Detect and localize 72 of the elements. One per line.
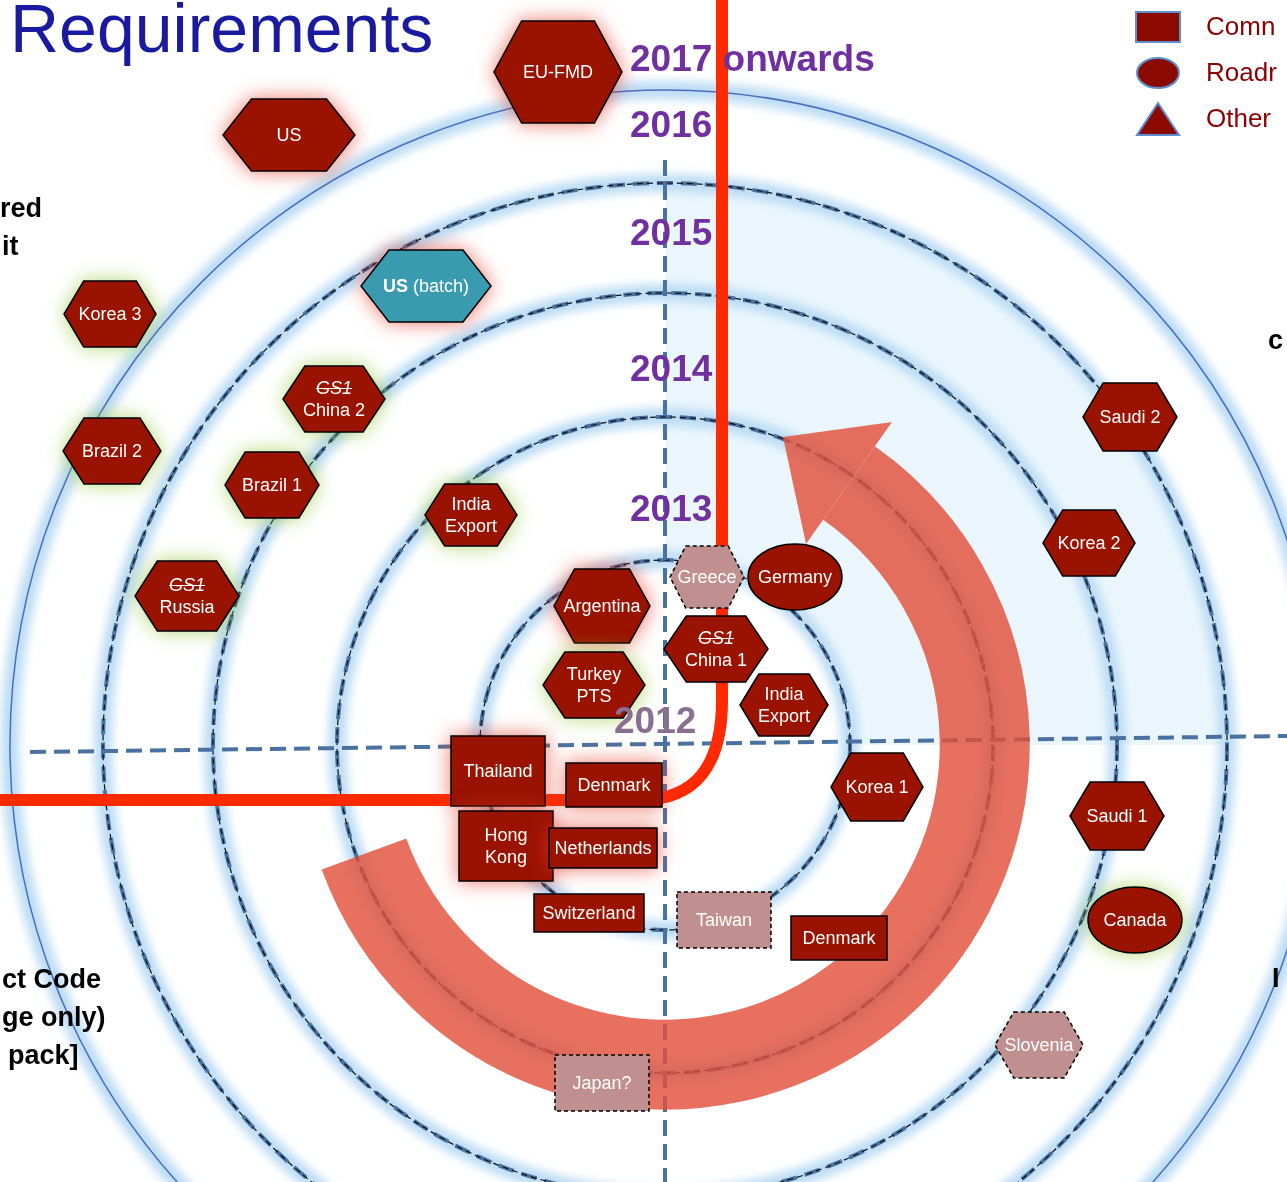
- legend-label: Other: [1206, 103, 1272, 134]
- hexagon-node: [1069, 781, 1165, 851]
- node-label: China 2: [302, 399, 365, 421]
- node-label: Korea 3: [78, 303, 142, 325]
- hexagon-node: [830, 752, 924, 822]
- side-text: it: [2, 231, 19, 262]
- hexagon-node: [493, 20, 623, 124]
- node-label: Korea 1: [845, 776, 909, 798]
- node-label: Japan?: [572, 1072, 632, 1094]
- node-label: Brazil 1: [242, 474, 302, 496]
- hexagon-node: [1042, 509, 1136, 577]
- ellipse-node: [1087, 886, 1183, 954]
- node-label: Korea 2: [1057, 532, 1121, 554]
- hexagon-node: [1082, 382, 1178, 452]
- hexagon-node: [360, 249, 492, 323]
- node-label: EU-FMD: [523, 61, 593, 83]
- rectangle-node: [554, 1054, 650, 1112]
- legend-label: Roadr: [1206, 57, 1277, 88]
- rectangle-node: [458, 810, 554, 882]
- side-text: pack]: [8, 1040, 79, 1071]
- year-label: 2015: [630, 212, 713, 254]
- node-label: GS1: [316, 377, 352, 399]
- node-label: Canada: [1103, 909, 1167, 931]
- year-label: 2014: [630, 348, 713, 390]
- hexagon-node: [553, 568, 651, 644]
- node-label: India Export: [444, 493, 498, 537]
- node-label: China 1: [684, 649, 747, 671]
- hexagon-node: [62, 417, 162, 485]
- side-text: c: [1268, 325, 1284, 356]
- node-label: Hong Kong: [483, 824, 529, 868]
- rectangle-node: [790, 915, 888, 961]
- hexagon-node: [739, 673, 829, 737]
- ellipse-node: [747, 543, 843, 611]
- rectangle-node: [533, 893, 645, 933]
- rectangle-node: [676, 891, 772, 949]
- node-label: Thailand: [463, 760, 533, 782]
- hexagon-node: [663, 615, 769, 683]
- node-label: US: [276, 124, 302, 146]
- rectangle-node: [565, 762, 663, 808]
- hexagon-node: [63, 280, 157, 348]
- title: Requirements: [10, 0, 434, 68]
- node-label: Slovenia: [1004, 1034, 1074, 1056]
- node-label: Germany: [758, 566, 832, 588]
- node-label: GS1: [169, 574, 205, 596]
- node-label: US (batch): [382, 275, 469, 297]
- node-label: Saudi 2: [1099, 406, 1161, 428]
- rectangle-node: [548, 827, 658, 869]
- year-label: 2016: [630, 104, 713, 146]
- hexagon-node: [222, 98, 356, 172]
- hexagon-node: [669, 545, 745, 609]
- node-label: GS1: [698, 627, 734, 649]
- node-label: Argentina: [563, 595, 641, 617]
- node-label: Denmark: [802, 927, 876, 949]
- hexagon-node: [224, 451, 320, 519]
- node-label: India Export: [757, 683, 811, 727]
- node-label: Saudi 1: [1086, 805, 1148, 827]
- hexagon-node: [282, 365, 386, 433]
- node-label: Netherlands: [554, 837, 652, 859]
- hexagon-node: [994, 1011, 1084, 1079]
- node-label: Taiwan: [696, 909, 752, 931]
- year-label: 2013: [630, 488, 713, 530]
- node-label: Brazil 2: [82, 440, 142, 462]
- node-label: Greece: [677, 566, 737, 588]
- node-label: Switzerland: [542, 902, 636, 924]
- side-text: red: [0, 193, 43, 224]
- node-label: Russia: [159, 596, 215, 618]
- hexagon-node: [424, 483, 518, 547]
- hexagon-node: [134, 560, 240, 632]
- side-text: I: [1272, 963, 1280, 994]
- rectangle-node: [450, 735, 546, 807]
- node-label: Denmark: [577, 774, 651, 796]
- legend-label: Comn: [1206, 11, 1276, 42]
